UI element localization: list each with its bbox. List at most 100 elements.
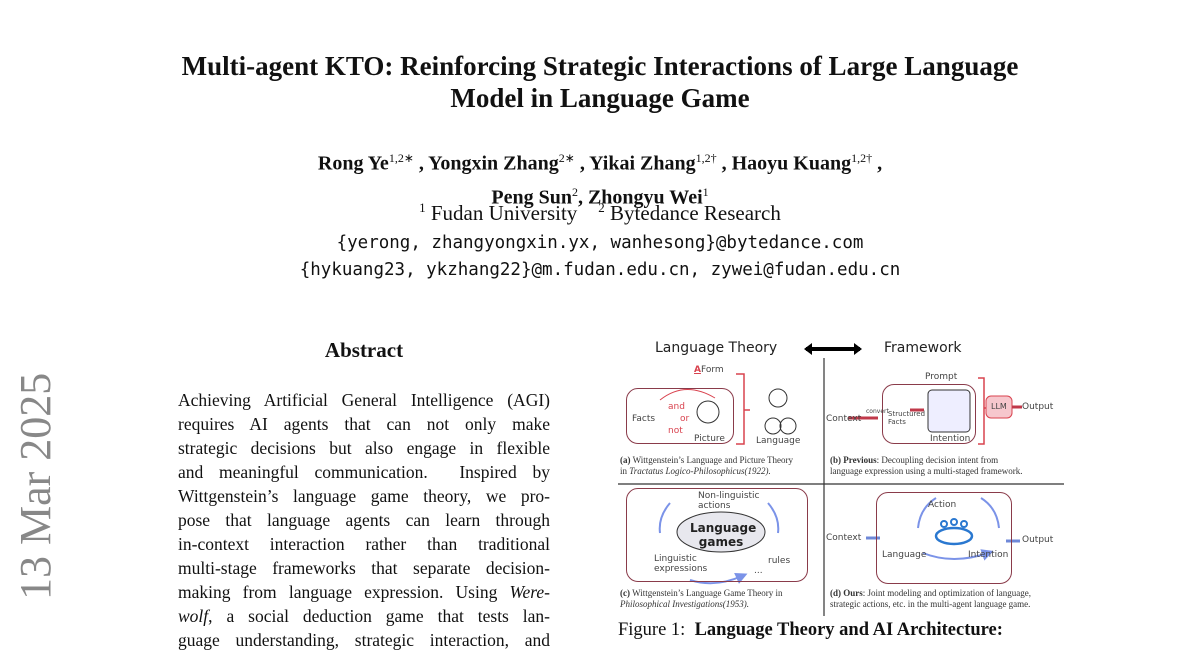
header-framework: Framework: [884, 340, 962, 356]
abstract-text: strategic decisions but also engage in f…: [178, 438, 550, 458]
author: Yikai Zhang: [589, 152, 696, 175]
arxiv-date-stamp: 13 Mar 2025: [11, 372, 60, 600]
person-icon: [764, 417, 782, 435]
abstract-text: making from language expression. Using: [178, 582, 510, 602]
abstract-text: , a social deduction game that tests lan…: [208, 606, 550, 626]
caption-label: (b) Previous: [830, 455, 877, 465]
abstract-text: requires AI agents that can not only mak…: [178, 414, 550, 434]
author-sup: 1,2∗: [388, 151, 414, 165]
caption-a: (a) Wittgenstein’s Language and Picture …: [620, 455, 826, 477]
caption-text: language expression using a multi-staged…: [830, 466, 1023, 476]
abstract-text: multi-stage frameworks that separate dec…: [178, 558, 550, 578]
title-line: Multi-agent KTO: Reinforcing Strategic I…: [181, 51, 1019, 81]
panel-d-box: [876, 492, 1012, 584]
paper-title: Multi-agent KTO: Reinforcing Strategic I…: [0, 50, 1200, 114]
caption-b: (b) Previous: Decoupling decision intent…: [830, 455, 1064, 477]
abstract-text: Achieving Artificial General Intelligenc…: [178, 390, 550, 410]
label-language: Language: [756, 436, 801, 446]
figure-caption: Figure 1: Language Theory and AI Archite…: [618, 620, 1003, 641]
label-ellipsis: ...: [754, 566, 763, 576]
label-context: Context: [826, 533, 862, 543]
author-list: Rong Ye1,2∗ , Yongxin Zhang2∗ , Yikai Zh…: [317, 151, 883, 209]
abstract-line: and meaningful communication. Inspired b…: [178, 462, 550, 483]
caption-label: (d) Ours: [830, 588, 863, 598]
abstract-line: guage understanding, strategic interacti…: [178, 630, 550, 651]
label-output: Output: [1022, 535, 1054, 545]
caption-label: (a): [620, 455, 631, 465]
caption-d: (d) Ours: Joint modeling and optimizatio…: [830, 588, 1064, 610]
figure-caption-title: Language Theory and AI Architecture:: [694, 620, 1003, 640]
form-icon: A: [694, 365, 701, 375]
author: Rong Ye: [317, 152, 389, 175]
abstract-text: pose that language agents can learn thro…: [178, 510, 550, 530]
person-icon: [779, 417, 797, 435]
abstract-line: making from language expression. Using W…: [178, 582, 550, 603]
affiliation-sup: 2: [598, 200, 605, 215]
label-and: and: [668, 402, 685, 412]
affiliations: 1 Fudan University 2 Bytedance Research: [0, 200, 1200, 226]
label-output: Output: [1022, 402, 1054, 412]
abstract-line: requires AI agents that can not only mak…: [178, 414, 550, 435]
panel-a-box: [626, 388, 734, 444]
label-or: or: [680, 414, 690, 424]
speech-bubble-icon: [768, 388, 788, 408]
label-facts: Facts: [632, 414, 656, 424]
affiliation: Bytedance Research: [610, 201, 781, 225]
author: Yongxin Zhang: [428, 152, 559, 175]
affiliation: Fudan University: [430, 201, 578, 225]
abstract-text: in-context interaction rather than tradi…: [178, 534, 550, 554]
figure-1: Language Theory Framework AForm Facts an…: [618, 338, 1064, 618]
abstract-text: guage understanding, strategic interacti…: [178, 630, 550, 650]
abstract-line: pose that language agents can learn thro…: [178, 510, 550, 531]
figure-graphics: [618, 343, 1064, 616]
email-line: {yerong, zhangyongxin.yx, wanhesong}@byt…: [336, 233, 864, 253]
label-form: Form: [700, 365, 724, 375]
caption-text: Wittgenstein’s Language and Picture Theo…: [630, 455, 794, 465]
abstract-line: in-context interaction rather than tradi…: [178, 534, 550, 555]
caption-text: : Joint modeling and optimization of lan…: [862, 588, 1031, 598]
language-games-ellipse: [676, 511, 766, 553]
label-intention: Intention: [930, 434, 971, 444]
label-convert: convert: [866, 408, 889, 415]
abstract-text: and meaningful communication. Inspired b…: [178, 462, 550, 482]
label-action: Action: [928, 500, 957, 510]
abstract-italic: wolf: [178, 606, 209, 626]
header-language-theory: Language Theory: [655, 340, 778, 356]
author: Zhongyu Wei: [587, 186, 703, 209]
agents-group-icon: [934, 526, 974, 546]
label-prompt: Prompt: [925, 372, 958, 382]
abstract-heading: Abstract: [324, 338, 404, 362]
panel-b-box: [882, 384, 976, 444]
label-context: Context: [826, 414, 862, 424]
label-not: not: [668, 426, 683, 436]
author-sup: 2: [571, 184, 578, 199]
author: Haoyu Kuang: [731, 152, 852, 175]
abstract-text: Wittgenstein’s language game theory, we …: [178, 486, 550, 506]
abstract-italic: Were-: [509, 582, 551, 602]
author-sup: 1,2†: [851, 151, 873, 165]
affiliation-sup: 1: [419, 200, 426, 215]
abstract-line: wolf, a social deduction game that tests…: [178, 606, 550, 627]
label-picture: Picture: [694, 434, 725, 444]
label-language: Language: [882, 550, 927, 560]
caption-label: (c): [620, 588, 630, 598]
abstract-line: Achieving Artificial General Intelligenc…: [178, 390, 550, 411]
head-bulb-icon: [696, 400, 720, 424]
abstract-line: strategic decisions but also engage in f…: [178, 438, 550, 459]
panel-c-box: [626, 488, 808, 582]
caption-text: in: [620, 466, 630, 476]
figure-caption-prefix: Figure 1:: [618, 620, 695, 640]
caption-italic: Tractatus Logico-Philosophicus(1922).: [629, 466, 771, 476]
abstract-line: multi-stage frameworks that separate dec…: [178, 558, 550, 579]
label-non-linguistic-actions: Non-linguistic actions: [698, 491, 760, 511]
caption-text: : Decoupling decision intent from: [876, 455, 999, 465]
author-sup: 2∗: [558, 151, 575, 165]
caption-c: (c) Wittgenstein’s Language Game Theory …: [620, 588, 826, 610]
neural-net-icon: [927, 389, 971, 433]
label-language-games: Language games: [690, 521, 757, 549]
author-sup: 1,2†: [695, 151, 717, 165]
label-intention: Intention: [968, 550, 1009, 560]
llm-label: LLM: [991, 402, 1007, 411]
author: Peng Sun: [491, 186, 572, 209]
abstract-line: Wittgenstein’s language game theory, we …: [178, 486, 550, 507]
